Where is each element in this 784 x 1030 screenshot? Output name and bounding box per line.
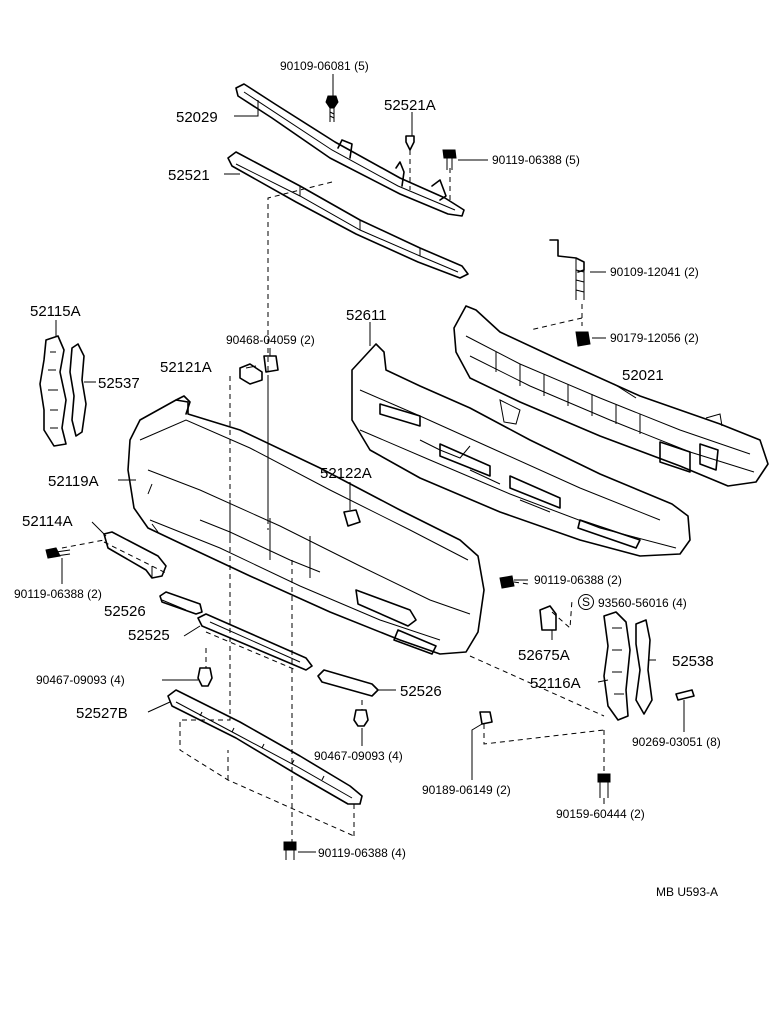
label-90119-06388-5: 90119-06388 (5) bbox=[492, 153, 580, 167]
label-52675A: 52675A bbox=[518, 647, 570, 664]
part-52114A-bracket bbox=[103, 531, 167, 579]
part-52029-reinforcement bbox=[235, 83, 465, 217]
drawing-code: MB U593-A bbox=[656, 885, 718, 899]
clip-52521A bbox=[405, 135, 415, 151]
clip-52122A bbox=[343, 509, 361, 527]
part-52611-absorber bbox=[351, 343, 691, 557]
label-52114A: 52114A bbox=[22, 513, 73, 530]
part-52119A-bumper-cover bbox=[127, 395, 485, 655]
label-90119-06388-2-right: 90119-06388 (2) bbox=[534, 573, 622, 587]
label-90467-09093-left: 90467-09093 (4) bbox=[36, 673, 125, 687]
label-90179-12056: 90179-12056 (2) bbox=[610, 331, 699, 345]
label-52526-upper: 52526 bbox=[104, 603, 146, 620]
nut-90189-06149 bbox=[479, 711, 493, 725]
clip-90468-04059 bbox=[263, 355, 279, 373]
label-52121A: 52121A bbox=[160, 359, 212, 376]
label-90119-06388-4: 90119-06388 (4) bbox=[318, 846, 406, 860]
label-90119-06388-2-left: 90119-06388 (2) bbox=[14, 587, 102, 601]
label-52537: 52537 bbox=[98, 375, 140, 392]
label-52115A: 52115A bbox=[30, 303, 81, 320]
part-52116A-bracket bbox=[603, 611, 631, 721]
label-52521A: 52521A bbox=[384, 97, 436, 114]
bolt-90119-06388-left bbox=[45, 547, 71, 559]
label-52021: 52021 bbox=[622, 367, 664, 384]
part-52521-retainer bbox=[227, 151, 469, 279]
label-52116A: 52116A bbox=[530, 675, 581, 692]
part-52021-reinforcement bbox=[453, 305, 769, 487]
bolt-90109-06081 bbox=[325, 95, 339, 122]
bolt-90119-06388-bottom bbox=[283, 841, 297, 860]
part-52526-pad-right bbox=[317, 669, 379, 697]
label-93560-56016: 93560-56016 (4) bbox=[598, 596, 687, 610]
clip-90467-09093-left bbox=[197, 667, 213, 687]
leader-lines bbox=[55, 74, 685, 853]
label-90467-09093-right: 90467-09093 (4) bbox=[314, 749, 403, 763]
s-mark-text: S bbox=[582, 595, 590, 609]
assembly-lines bbox=[61, 150, 605, 850]
label-52119A: 52119A bbox=[48, 473, 99, 490]
label-90159-60444: 90159-60444 (2) bbox=[556, 807, 645, 821]
label-52611: 52611 bbox=[346, 307, 387, 324]
part-52537-seal bbox=[69, 343, 87, 437]
bolt-90119-06388-right bbox=[499, 575, 515, 589]
label-90189-06149: 90189-06149 (2) bbox=[422, 783, 511, 797]
clip-90269-03051 bbox=[675, 689, 695, 701]
nut-90179-12056 bbox=[575, 331, 591, 347]
bolt-90159-60444 bbox=[597, 773, 611, 798]
part-52115A-bracket bbox=[39, 335, 67, 447]
label-52527B: 52527B bbox=[76, 705, 128, 722]
label-90468-04059: 90468-04059 (2) bbox=[226, 333, 315, 347]
part-52527B-bracket bbox=[167, 689, 363, 805]
label-52526-lower: 52526 bbox=[400, 683, 442, 700]
label-52521: 52521 bbox=[168, 167, 210, 184]
part-52538-seal bbox=[635, 619, 653, 715]
clip-52675A bbox=[539, 605, 557, 631]
clip-90467-09093-right bbox=[353, 709, 369, 727]
s-mark-circle bbox=[578, 594, 594, 610]
label-52029: 52029 bbox=[176, 109, 218, 126]
part-52526-pad-left bbox=[159, 591, 203, 615]
label-52122A: 52122A bbox=[320, 465, 372, 482]
bolt-90119-06388-top bbox=[442, 149, 457, 170]
clip-52121A bbox=[239, 363, 263, 385]
label-90109-06081: 90109-06081 (5) bbox=[280, 59, 369, 73]
label-52525: 52525 bbox=[128, 627, 170, 644]
bolt-90109-12041 bbox=[549, 239, 585, 300]
label-52538: 52538 bbox=[672, 653, 714, 670]
label-90109-12041: 90109-12041 (2) bbox=[610, 265, 699, 279]
label-90269-03051: 90269-03051 (8) bbox=[632, 735, 721, 749]
part-52525-bracket bbox=[197, 613, 313, 671]
